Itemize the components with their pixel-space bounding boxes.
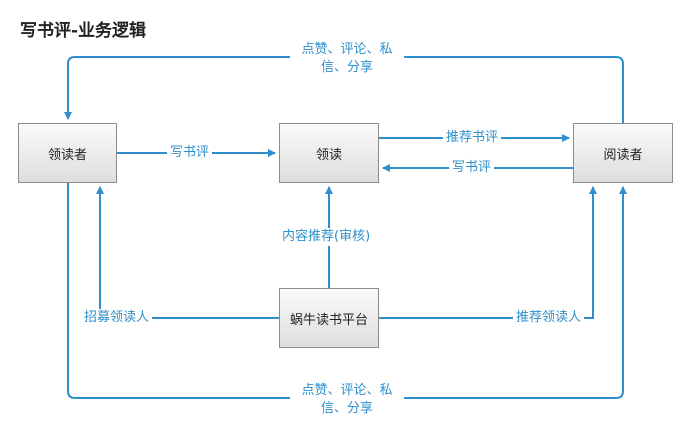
label-bottom-loop: 点赞、评论、私 信、分享: [290, 382, 404, 418]
node-lingduzhe: 领读者: [18, 123, 117, 183]
label-top-loop: 点赞、评论、私 信、分享: [290, 41, 404, 77]
node-platform: 蜗牛读书平台: [279, 288, 379, 348]
label-recruit: 招募领读人: [81, 309, 153, 327]
label-bottom-loop-line2: 信、分享: [320, 401, 373, 416]
label-top-loop-line1: 点赞、评论、私: [301, 42, 393, 57]
page-title: 写书评-业务逻辑: [20, 21, 147, 41]
label-recommend-review: 推荐书评: [443, 129, 502, 147]
label-content-recommend: 内容推荐(审核): [279, 228, 374, 246]
label-bottom-loop-line1: 点赞、评论、私: [301, 383, 393, 398]
edge-platform-to-leader: [96, 186, 279, 319]
node-yueduzhe: 阅读者: [573, 123, 673, 183]
label-write-review-right: 写书评: [449, 159, 495, 177]
edge-platform-to-reader: [379, 186, 597, 319]
label-top-loop-line2: 信、分享: [320, 60, 373, 75]
label-write-review-left: 写书评: [167, 144, 213, 162]
label-recommend-leader: 推荐领读人: [513, 309, 585, 327]
node-lingdu: 领读: [279, 123, 379, 183]
